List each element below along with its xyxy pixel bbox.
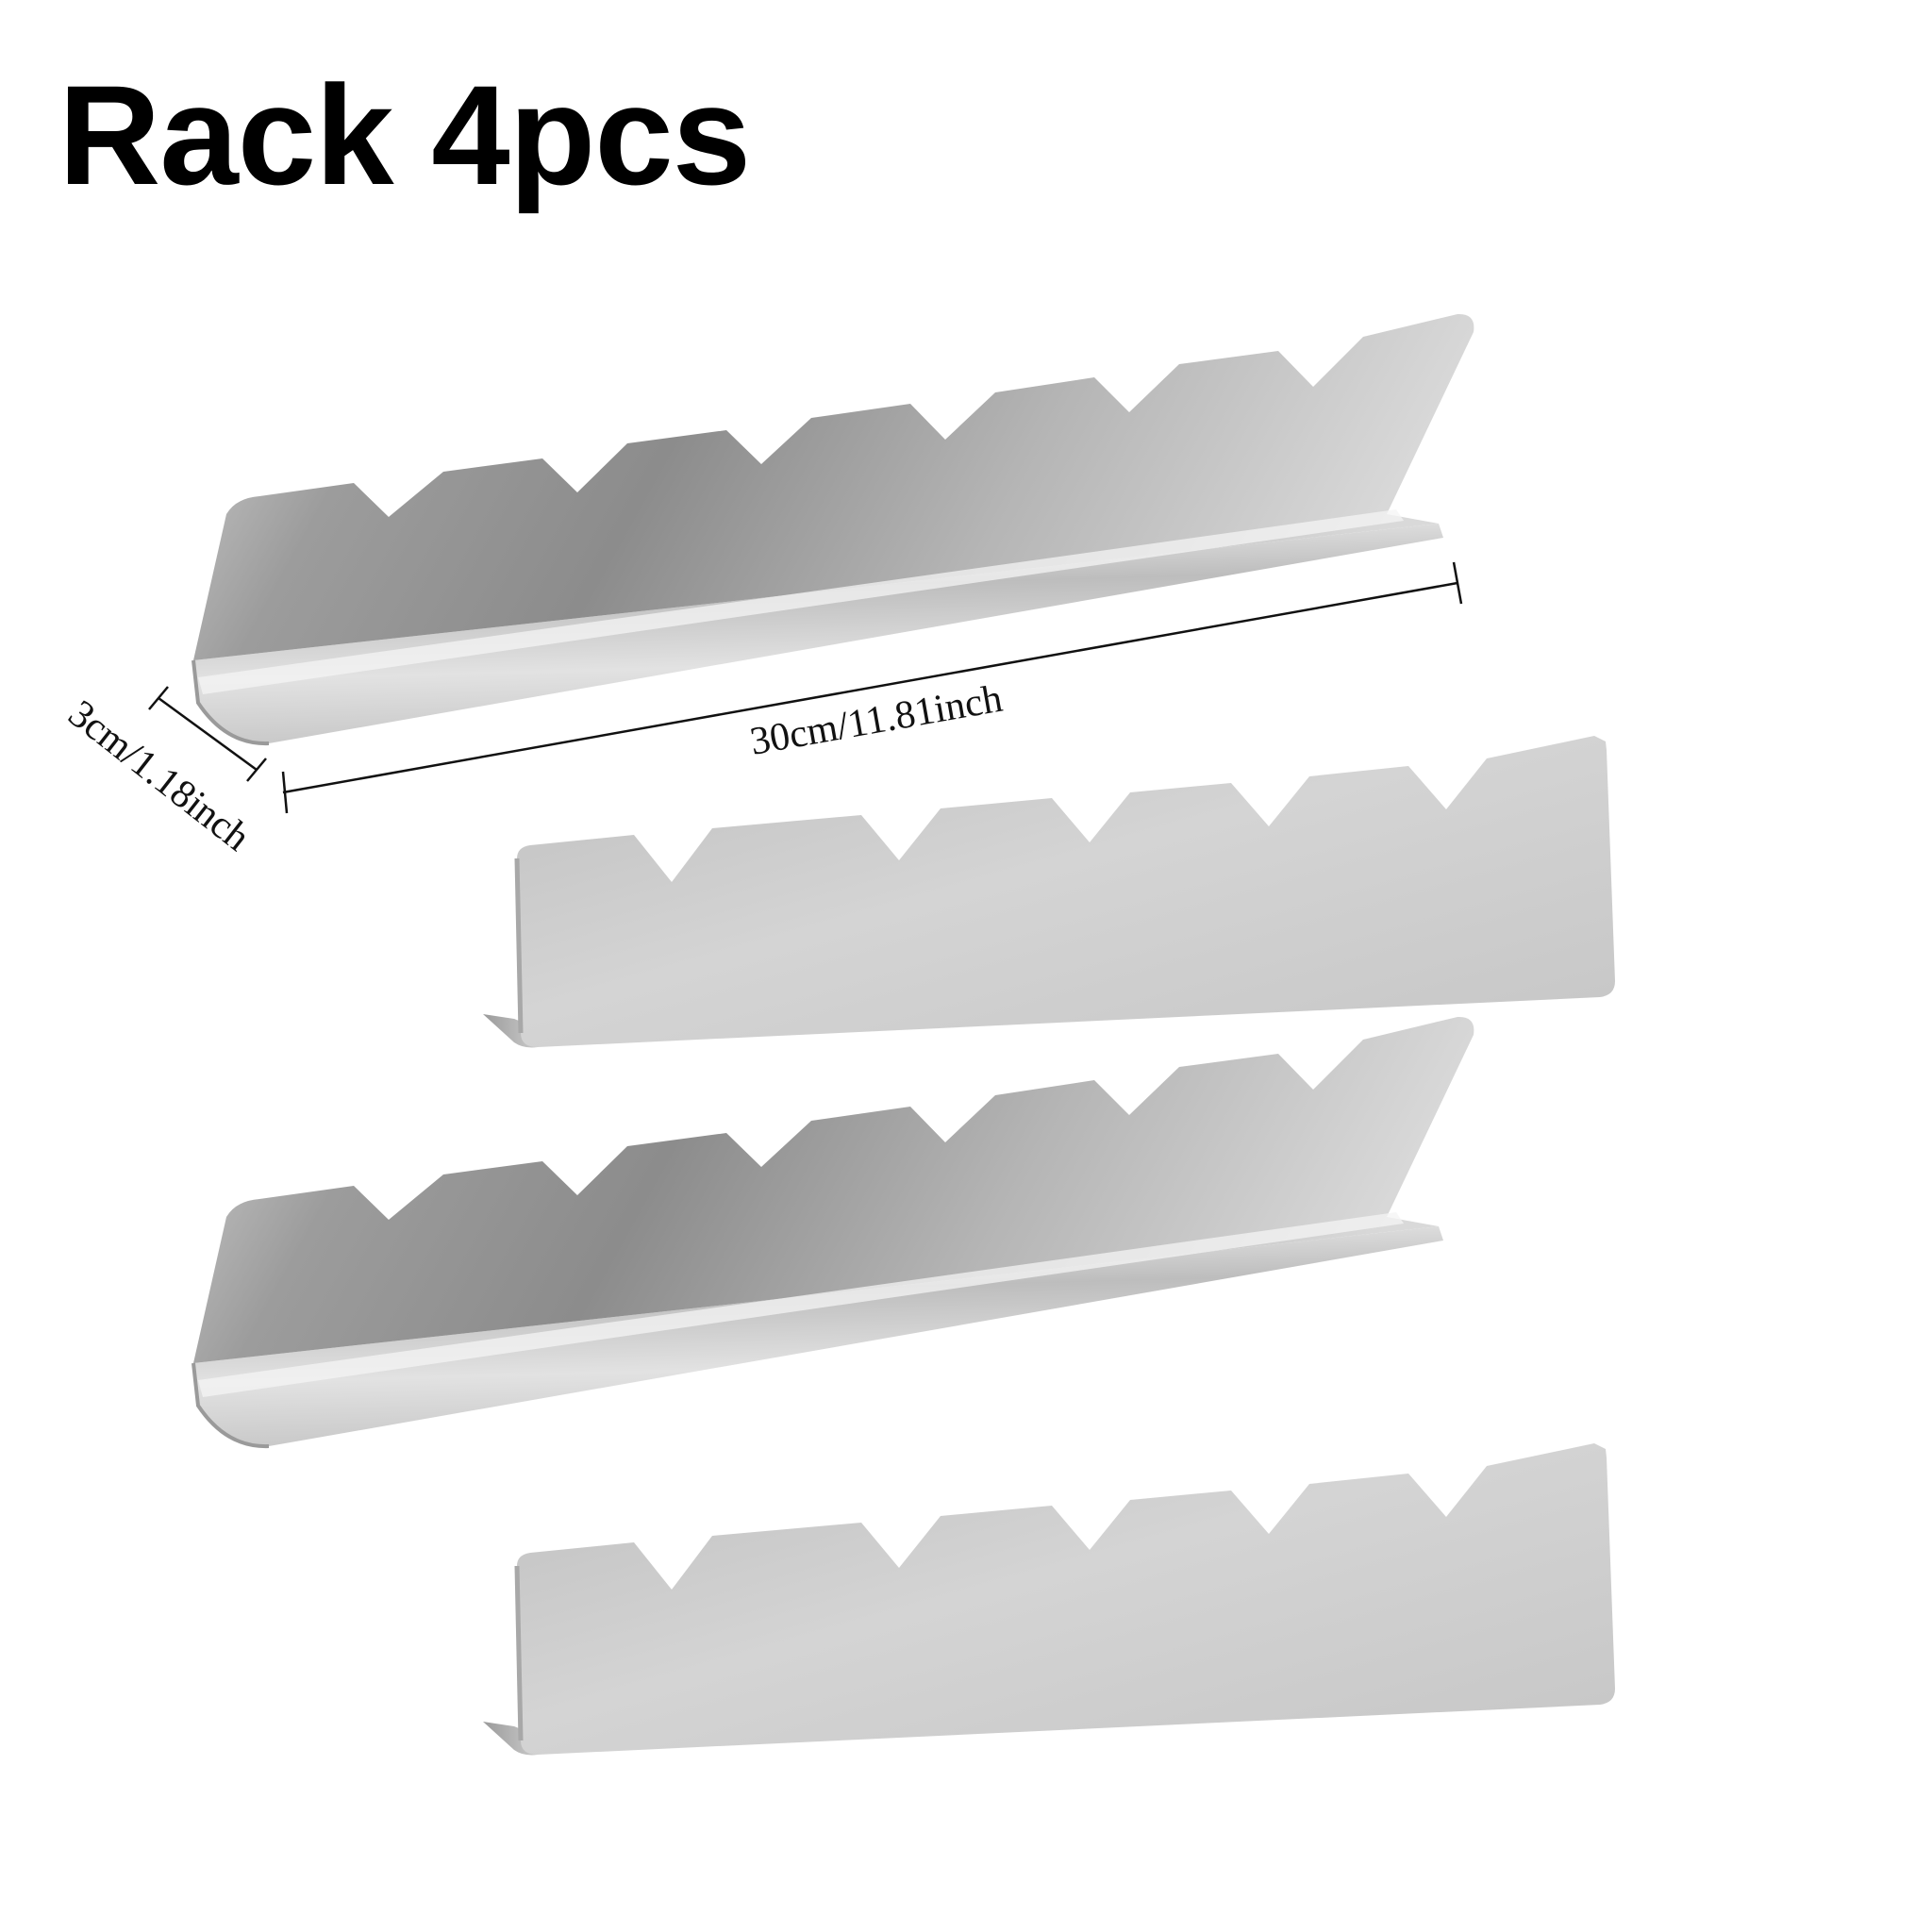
- rack-piece-flat-upper: [483, 736, 1615, 1048]
- product-title: Rack 4pcs: [58, 56, 751, 214]
- rack-piece-angled-middle: [192, 1016, 1474, 1449]
- rack-piece-flat-lower: [483, 1443, 1615, 1756]
- rack-piece-angled-top: [192, 313, 1474, 746]
- length-label: 30cm/11.81inch: [747, 677, 1006, 764]
